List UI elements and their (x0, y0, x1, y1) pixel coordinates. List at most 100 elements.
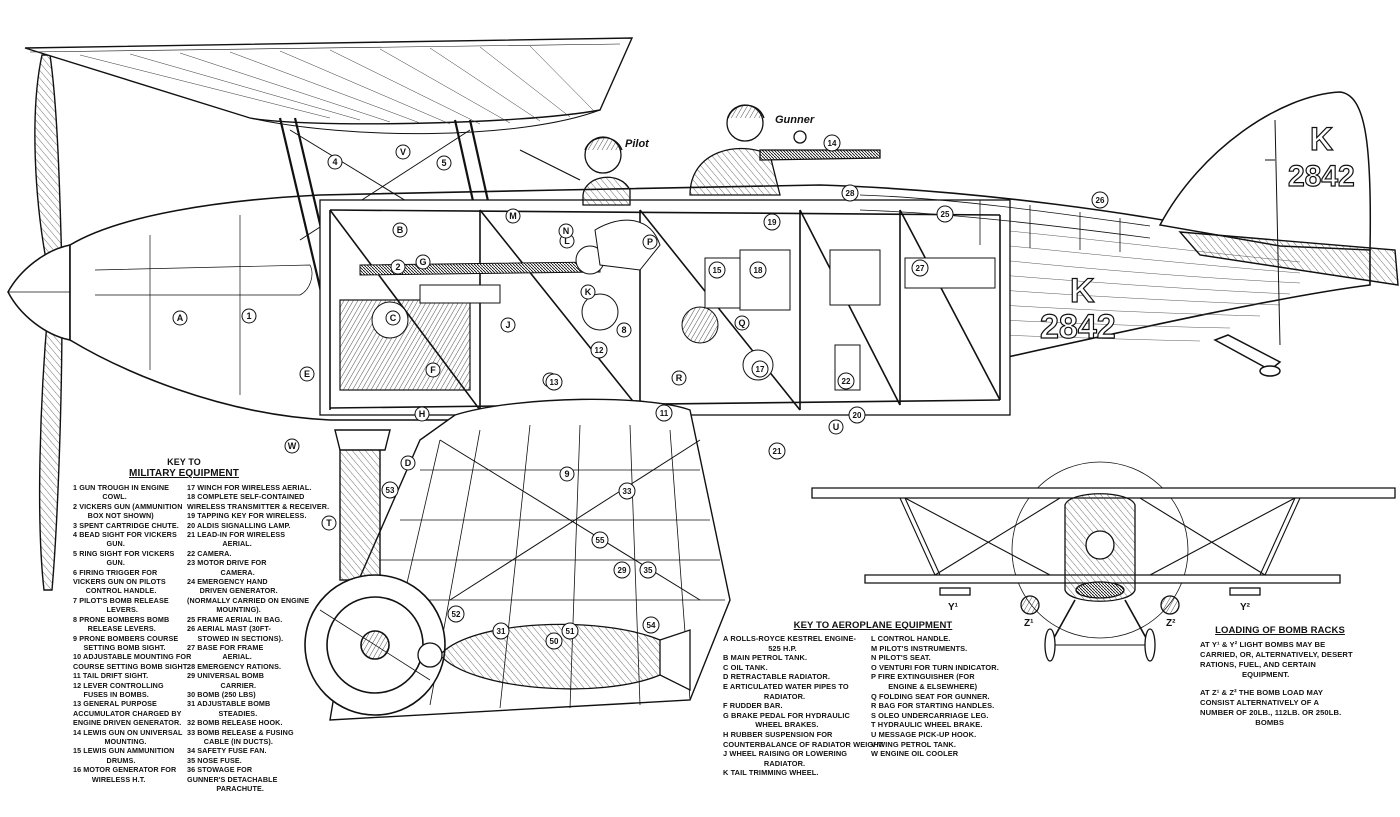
military-key-entry: DRUMS. (73, 755, 136, 765)
callout-e: E (299, 366, 315, 382)
callout-p: P (642, 234, 658, 250)
callout-circle (655, 404, 673, 422)
military-key-entry: FUSES IN BOMBS. (73, 689, 149, 699)
callout-label: P (647, 237, 653, 247)
military-key-entry: 12 LEVER CONTROLLING (73, 680, 164, 690)
aeroplane-key-entry: T HYDRAULIC WHEEL BRAKE. (871, 720, 983, 730)
tail-fin (1158, 91, 1372, 346)
bomb-racks-line: AT Z¹ & Z² THE BOMB LOAD MAY (1200, 688, 1324, 697)
nose-spinner (7, 244, 71, 341)
aeroplane-key-entry: A ROLLS-ROYCE KESTREL ENGINE- (723, 634, 857, 643)
callout-label: 13 (550, 378, 559, 387)
military-key-entry: 24 EMERGENCY HAND (187, 577, 268, 587)
military-key-entry: CARRIER. (187, 680, 257, 690)
callout-circle (580, 284, 596, 300)
military-key-entry: STOWED IN SECTIONS). (187, 633, 284, 643)
aeroplane-key-entry: C OIL TANK. (723, 662, 768, 672)
military-key-left-column: 1 GUN TROUGH IN ENGINE COWL.2 VICKERS GU… (73, 483, 191, 793)
callout-circle (561, 622, 579, 640)
callout-28: 28 (841, 184, 859, 202)
callout-circle (763, 213, 781, 231)
callout-circle (395, 144, 411, 160)
callout-label: 54 (647, 621, 656, 630)
callout-j: J (500, 317, 516, 333)
bomb-racks-line: NUMBER OF 20LB., 112LB. OR 250LB. (1200, 708, 1342, 717)
aeroplane-key-entry: Q FOLDING SEAT FOR GUNNER. (871, 691, 990, 701)
callout-circle (381, 481, 399, 499)
callout-label: 29 (618, 566, 627, 575)
callout-label: 33 (623, 487, 632, 496)
military-key-entry: ENGINE DRIVEN GENERATOR. (73, 718, 182, 728)
fuselage-serial-letter: K (1070, 272, 1095, 310)
callout-n: N (558, 223, 574, 239)
aeroplane-key-entry: V WING PETROL TANK. (871, 739, 956, 749)
callout-label: 35 (644, 566, 653, 575)
aeroplane-key-entry: M PILOT'S INSTRUMENTS. (871, 643, 968, 653)
callout-label: 19 (768, 218, 777, 227)
military-key-entry: MOUNTING. (73, 736, 147, 746)
military-key-entry: 34 SAFETY FUSE FAN. (187, 746, 267, 756)
military-key-entry: AERIAL. (187, 539, 252, 549)
tail-skid (1213, 334, 1282, 377)
callout-label: 14 (828, 139, 837, 148)
callout-circle (415, 254, 431, 270)
callout-circle (558, 223, 574, 239)
callout-circle (751, 360, 769, 378)
callout-circle (505, 208, 521, 224)
callout-circle (400, 455, 416, 471)
military-key-entry: AERIAL. (187, 652, 252, 662)
callout-circle (172, 310, 188, 326)
aeroplane-key-entry: RADIATOR. (723, 691, 806, 701)
military-key-entry: 20 ALDIS SIGNALLING LAMP. (187, 520, 291, 530)
military-key-entry: 33 BOMB RELEASE & FUSING (187, 727, 294, 737)
bomb-racks-line: BOMBS (1200, 718, 1285, 727)
callout-label: C (390, 313, 397, 323)
callout-label: 8 (621, 325, 626, 335)
callout-label: M (509, 211, 517, 221)
callout-circle (447, 605, 465, 623)
callout-circle (848, 406, 866, 424)
callout-circle (828, 419, 844, 435)
military-key-entry: 3 SPENT CARTRIDGE CHUTE. (73, 520, 179, 530)
callout-label: 5 (441, 158, 446, 168)
military-key-entry: 26 AERIAL MAST (30FT- (187, 624, 271, 634)
callout-circle (390, 259, 406, 275)
callout-circle (618, 482, 636, 500)
callout-label: 1 (246, 311, 251, 321)
military-key-entry: 23 MOTOR DRIVE FOR (187, 558, 267, 568)
military-key-entry: LEVERS. (73, 605, 139, 615)
aeroplane-key-entry: RADIATOR. (723, 758, 806, 768)
military-key-entry: 8 PRONE BOMBERS BOMB (73, 614, 170, 624)
callout-label: 9 (564, 469, 569, 479)
label-y1: Y¹ (948, 602, 959, 613)
aeroplane-key-entry: H RUBBER SUSPENSION FOR (723, 729, 833, 739)
military-key-entry: 19 TAPPING KEY FOR WIRELESS. (187, 511, 307, 521)
callout-markers: ABCDEFGHJKLMNPQRSTUVW1245891112131415171… (172, 134, 1109, 650)
callout-25: 25 (936, 205, 954, 223)
callout-18: 18 (749, 261, 767, 279)
military-key-entry: 9 PRONE BOMBERS COURSE (73, 633, 179, 643)
aeroplane-key-entry: G BRAKE PEDAL FOR HYDRAULIC (723, 710, 850, 720)
callout-label: 26 (1096, 196, 1105, 205)
callout-label: F (430, 365, 436, 375)
military-key-entry: WIRELESS TRANSMITTER & RECEIVER. (187, 501, 330, 511)
callout-label: 25 (941, 210, 950, 219)
callout-a: A (172, 310, 188, 326)
aeroplane-key-entry: O VENTURI FOR TURN INDICATOR. (871, 662, 999, 672)
callout-17: 17 (751, 360, 769, 378)
callout-51: 51 (561, 622, 579, 640)
aeroplane-key-entry: L CONTROL HANDLE. (871, 634, 951, 643)
callout-circle (734, 315, 750, 331)
callout-d: D (400, 455, 416, 471)
military-key-entry: BOX NOT SHOWN) (73, 511, 154, 521)
military-key-entry: (NORMALLY CARRIED ON ENGINE (187, 595, 310, 605)
callout-label: 55 (596, 536, 605, 545)
callout-1: 1 (241, 308, 257, 324)
military-key-entry: 27 BASE FOR FRAME (187, 642, 264, 652)
pilot-label: Pilot (625, 138, 650, 150)
callout-c: C (385, 310, 401, 326)
label-z1: Z¹ (1024, 618, 1034, 629)
military-key-entry: 32 BOMB RELEASE HOOK. (187, 718, 283, 728)
aeroplane-key-entry: R BAG FOR STARTING HANDLES. (871, 701, 995, 711)
